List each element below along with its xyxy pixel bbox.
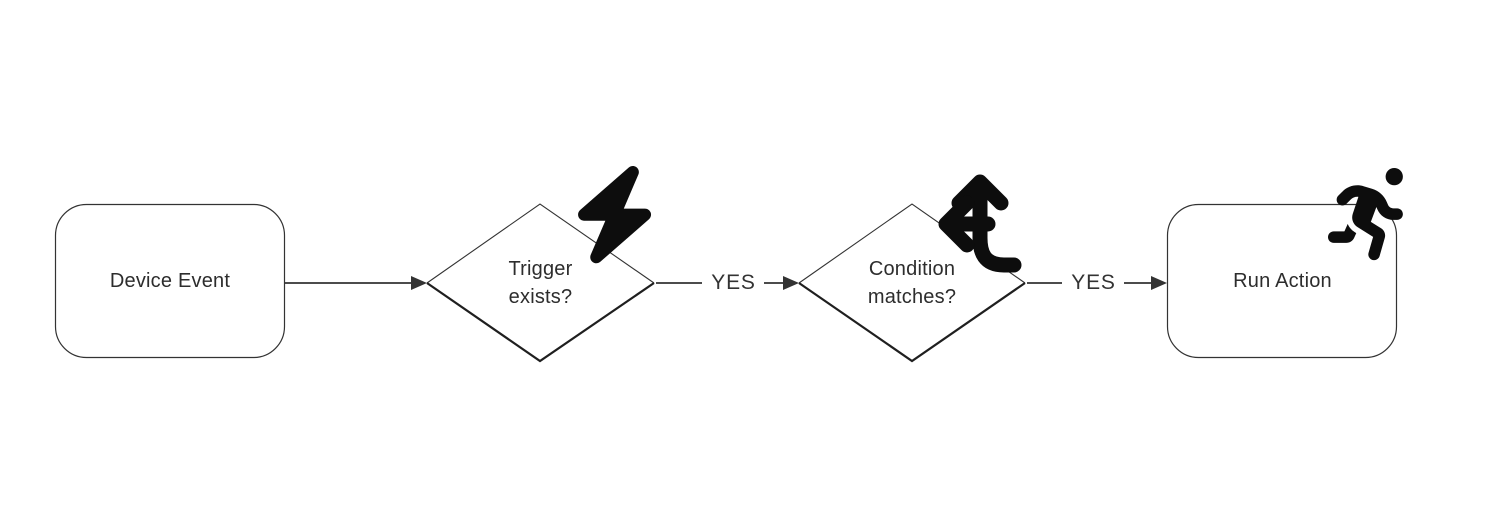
edge-condition-to-action-arrowhead-icon bbox=[1151, 276, 1167, 290]
lightning-bolt-icon bbox=[578, 165, 652, 264]
node-device-event-shape bbox=[54, 203, 286, 359]
node-trigger-exists-shape-top bbox=[426, 203, 655, 284]
arrows-split-up-left-icon bbox=[938, 174, 1022, 273]
edge-trigger-to-condition-arrowhead-icon bbox=[783, 276, 799, 290]
node-condition-matches-shape-bottom bbox=[798, 282, 1026, 363]
node-condition-matches-shape-top bbox=[798, 203, 1026, 284]
node-trigger-exists-shape-bottom bbox=[426, 282, 655, 363]
edge-device-to-trigger-arrowhead-icon bbox=[411, 276, 427, 290]
person-running-icon bbox=[1328, 168, 1403, 261]
